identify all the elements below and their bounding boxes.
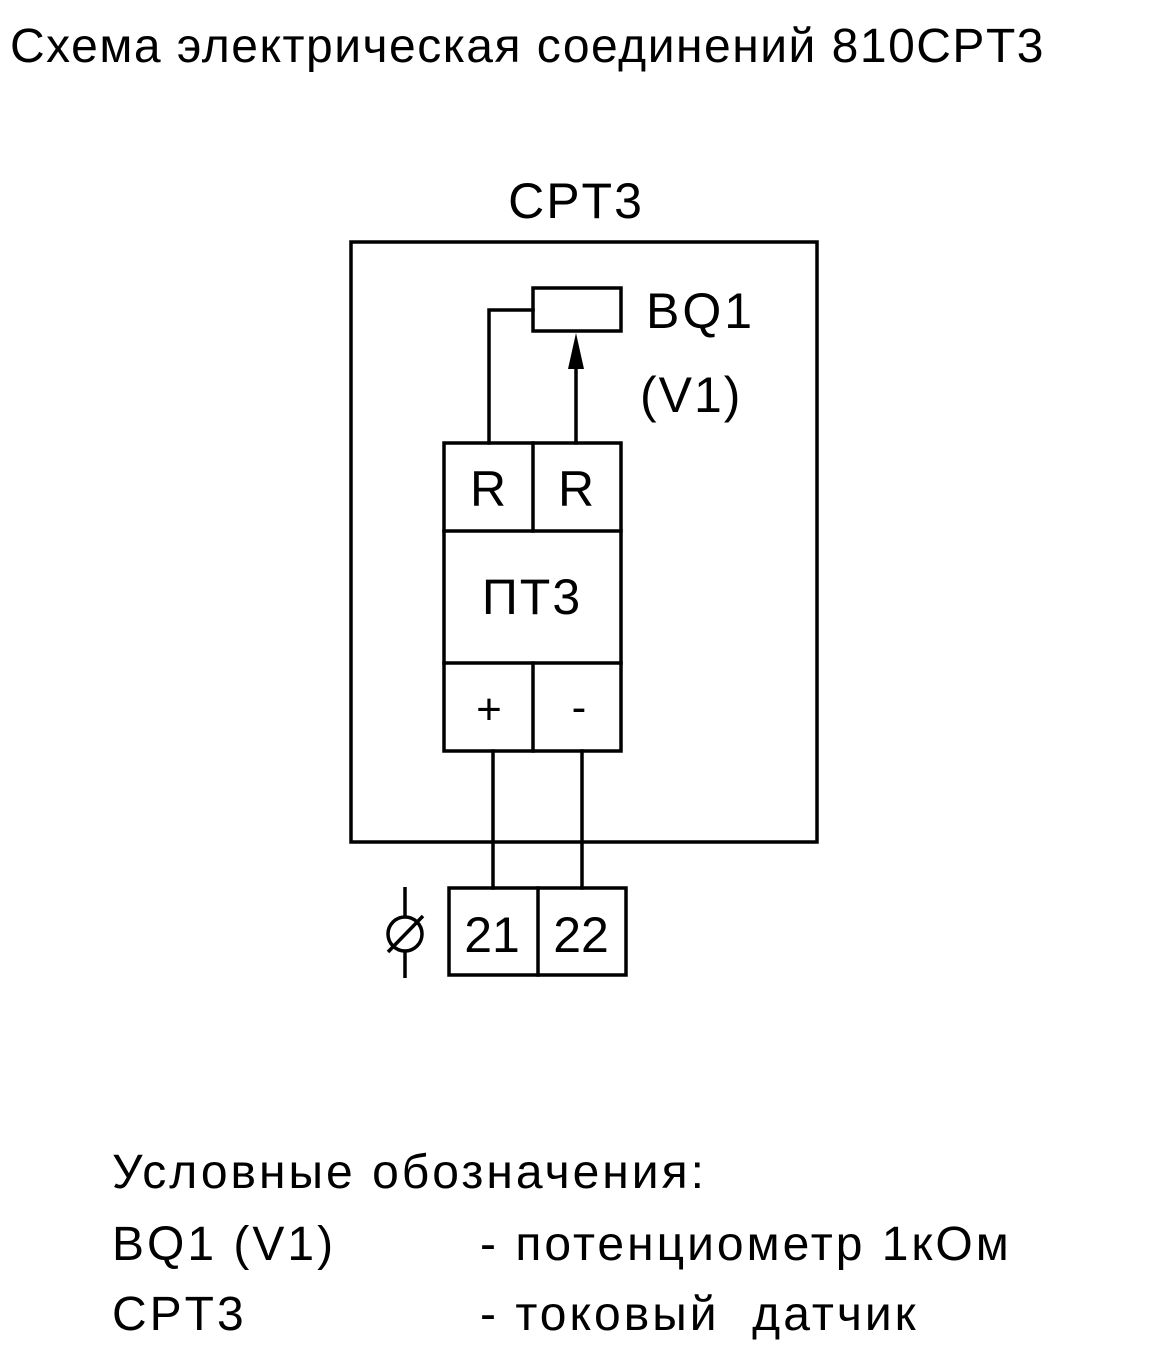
device-label: CPT3 <box>508 173 644 229</box>
terminal-21: 21 <box>464 907 520 963</box>
potentiometer-body <box>531 286 623 333</box>
terminal-symbol-icon <box>386 887 425 978</box>
legend-heading: Условные обозначения: <box>112 1146 707 1199</box>
module-terminal-r2: R <box>558 461 594 517</box>
module-terminal-minus: - <box>572 683 587 732</box>
wiper-arrow-icon <box>568 333 584 369</box>
diagram-title: Схема электрическая соединений 810CPT3 <box>10 20 1045 73</box>
wire-r1-to-potentiometer <box>487 308 535 445</box>
legend-item-description-1: - потенциометр 1кОм <box>480 1218 1012 1271</box>
module-terminal-plus: + <box>476 685 502 734</box>
legend-item-code-1: BQ1 (V1) <box>112 1218 336 1271</box>
potentiometer-ref: BQ1 <box>646 283 755 339</box>
device-enclosure <box>349 240 819 844</box>
potentiometer-alt-ref: (V1) <box>640 367 742 423</box>
module-terminal-r1: R <box>470 461 506 517</box>
terminal-22: 22 <box>553 907 609 963</box>
legend-item-code-2: CPT3 <box>112 1288 247 1341</box>
legend-item-description-2: - токовый датчик <box>480 1288 919 1341</box>
module-label: ПТ3 <box>482 569 582 625</box>
